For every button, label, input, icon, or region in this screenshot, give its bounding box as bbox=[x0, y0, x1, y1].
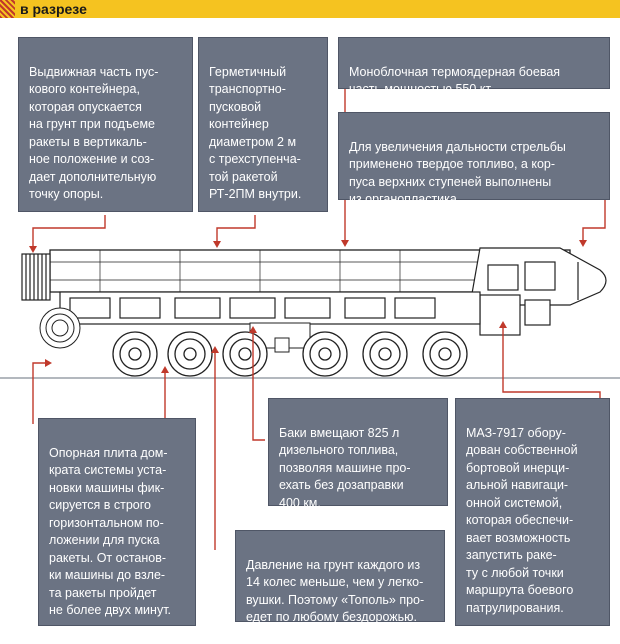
wheel bbox=[302, 331, 348, 377]
callout-warhead: Моноблочная термоядерная боевая часть мо… bbox=[338, 37, 610, 96]
callout-container-text: Герметичный транспортно- пусковой контей… bbox=[209, 64, 302, 202]
vehicle-chassis bbox=[59, 291, 481, 353]
jack-plate bbox=[39, 307, 81, 349]
wheel bbox=[362, 331, 408, 377]
callout-pressure: Давление на грунт каждого из 14 колес ме… bbox=[235, 530, 445, 624]
callout-maz: МАЗ-7917 обору- дован собственной бортов… bbox=[455, 398, 610, 626]
callout-jack: Опорная плита дом- крата системы уста- н… bbox=[38, 418, 196, 626]
callout-fuel-text: Для увеличения дальности стрельбы примен… bbox=[349, 139, 566, 207]
container-rear-pad bbox=[21, 253, 51, 301]
callout-fuel: Для увеличения дальности стрельбы примен… bbox=[338, 112, 610, 206]
vehicle-cab bbox=[469, 247, 607, 336]
wheel bbox=[167, 331, 213, 377]
header-stripe-mark bbox=[0, 0, 15, 18]
wheel bbox=[422, 331, 468, 377]
header-bar: в разрезе bbox=[0, 0, 620, 18]
callout-pad-text: Выдвижная часть пус- кового контейнера, … bbox=[29, 64, 159, 202]
header-title: в разрезе bbox=[20, 1, 87, 17]
callout-pressure-text: Давление на грунт каждого из 14 колес ме… bbox=[246, 557, 425, 625]
wheel bbox=[112, 331, 158, 377]
callout-maz-text: МАЗ-7917 обору- дован собственной бортов… bbox=[466, 425, 578, 615]
callout-pad: Выдвижная часть пус- кового контейнера, … bbox=[18, 37, 193, 212]
callout-container: Герметичный транспортно- пусковой контей… bbox=[198, 37, 328, 212]
wheel bbox=[222, 331, 268, 377]
callout-tanks-text: Баки вмещают 825 л дизельного топлива, п… bbox=[279, 425, 411, 510]
callout-tanks: Баки вмещают 825 л дизельного топлива, п… bbox=[268, 398, 448, 510]
callout-warhead-text: Моноблочная термоядерная боевая часть мо… bbox=[349, 64, 561, 97]
leader-arrowheads bbox=[29, 240, 587, 373]
wheels bbox=[112, 331, 468, 377]
callout-jack-text: Опорная плита дом- крата системы уста- н… bbox=[49, 445, 172, 618]
